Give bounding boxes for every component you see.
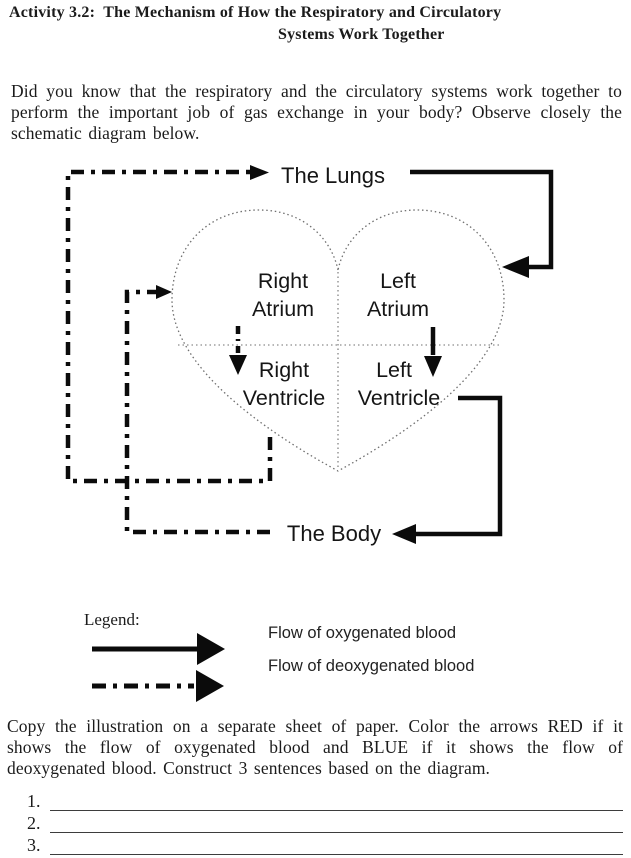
- answer-blank-line-1: [50, 793, 623, 811]
- legend-solid-arrow-icon: [92, 633, 225, 665]
- activity-title-line1: Activity 3.2: The Mechanism of How the R…: [9, 4, 502, 21]
- right-atrium-arrowhead: [156, 285, 172, 299]
- left-ventricle-label-line2: Ventricle: [358, 386, 440, 410]
- body-label: The Body: [287, 521, 381, 546]
- body-arrowhead: [392, 524, 416, 544]
- legend-dash-dot-arrow-icon: [92, 670, 224, 702]
- legend-item-deoxygenated-label: Flow of deoxygenated blood: [268, 657, 475, 675]
- answer-row-1: 1.: [27, 792, 623, 811]
- right-ventricle-label-line1: Right: [259, 358, 309, 382]
- answer-blank-line-2: [50, 815, 623, 833]
- left-ventricle-label-line1: Left: [376, 358, 412, 382]
- instructions-paragraph: Copy the illustration on a separate shee…: [7, 716, 623, 778]
- intro-paragraph: Did you know that the respiratory and th…: [11, 81, 622, 143]
- left-ventricle-arrowhead: [424, 356, 442, 377]
- heart-outline: [171, 209, 505, 472]
- lungs-label: The Lungs: [281, 163, 385, 188]
- left-atrium-label-line2: Atrium: [367, 297, 429, 321]
- right-ventricle-label-line2: Ventricle: [243, 386, 325, 410]
- right-atrium-label-line1: Right: [258, 269, 308, 293]
- activity-title-line2: Systems Work Together: [278, 26, 445, 43]
- right-atrium-label-line2: Atrium: [252, 297, 314, 321]
- answer-number-3: 3.: [27, 835, 41, 855]
- left-atrium-arrowhead: [502, 256, 529, 278]
- answer-number-1: 1.: [27, 791, 41, 811]
- lungs-arrowhead: [250, 165, 269, 180]
- left-ventricle-to-body-path: [414, 395, 503, 537]
- answer-number-2: 2.: [27, 813, 41, 833]
- body-to-right-atrium-path: [124, 289, 270, 535]
- right-ventricle-arrowhead: [229, 355, 247, 375]
- legend-title: Legend:: [84, 610, 140, 629]
- answer-row-3: 3.: [27, 836, 623, 855]
- answer-blank-line-3: [50, 837, 623, 855]
- legend-item-oxygenated-label: Flow of oxygenated blood: [268, 624, 457, 642]
- answer-row-2: 2.: [27, 814, 623, 833]
- left-atrium-label-line1: Left: [380, 269, 416, 293]
- lungs-to-left-atrium-path: [410, 169, 554, 270]
